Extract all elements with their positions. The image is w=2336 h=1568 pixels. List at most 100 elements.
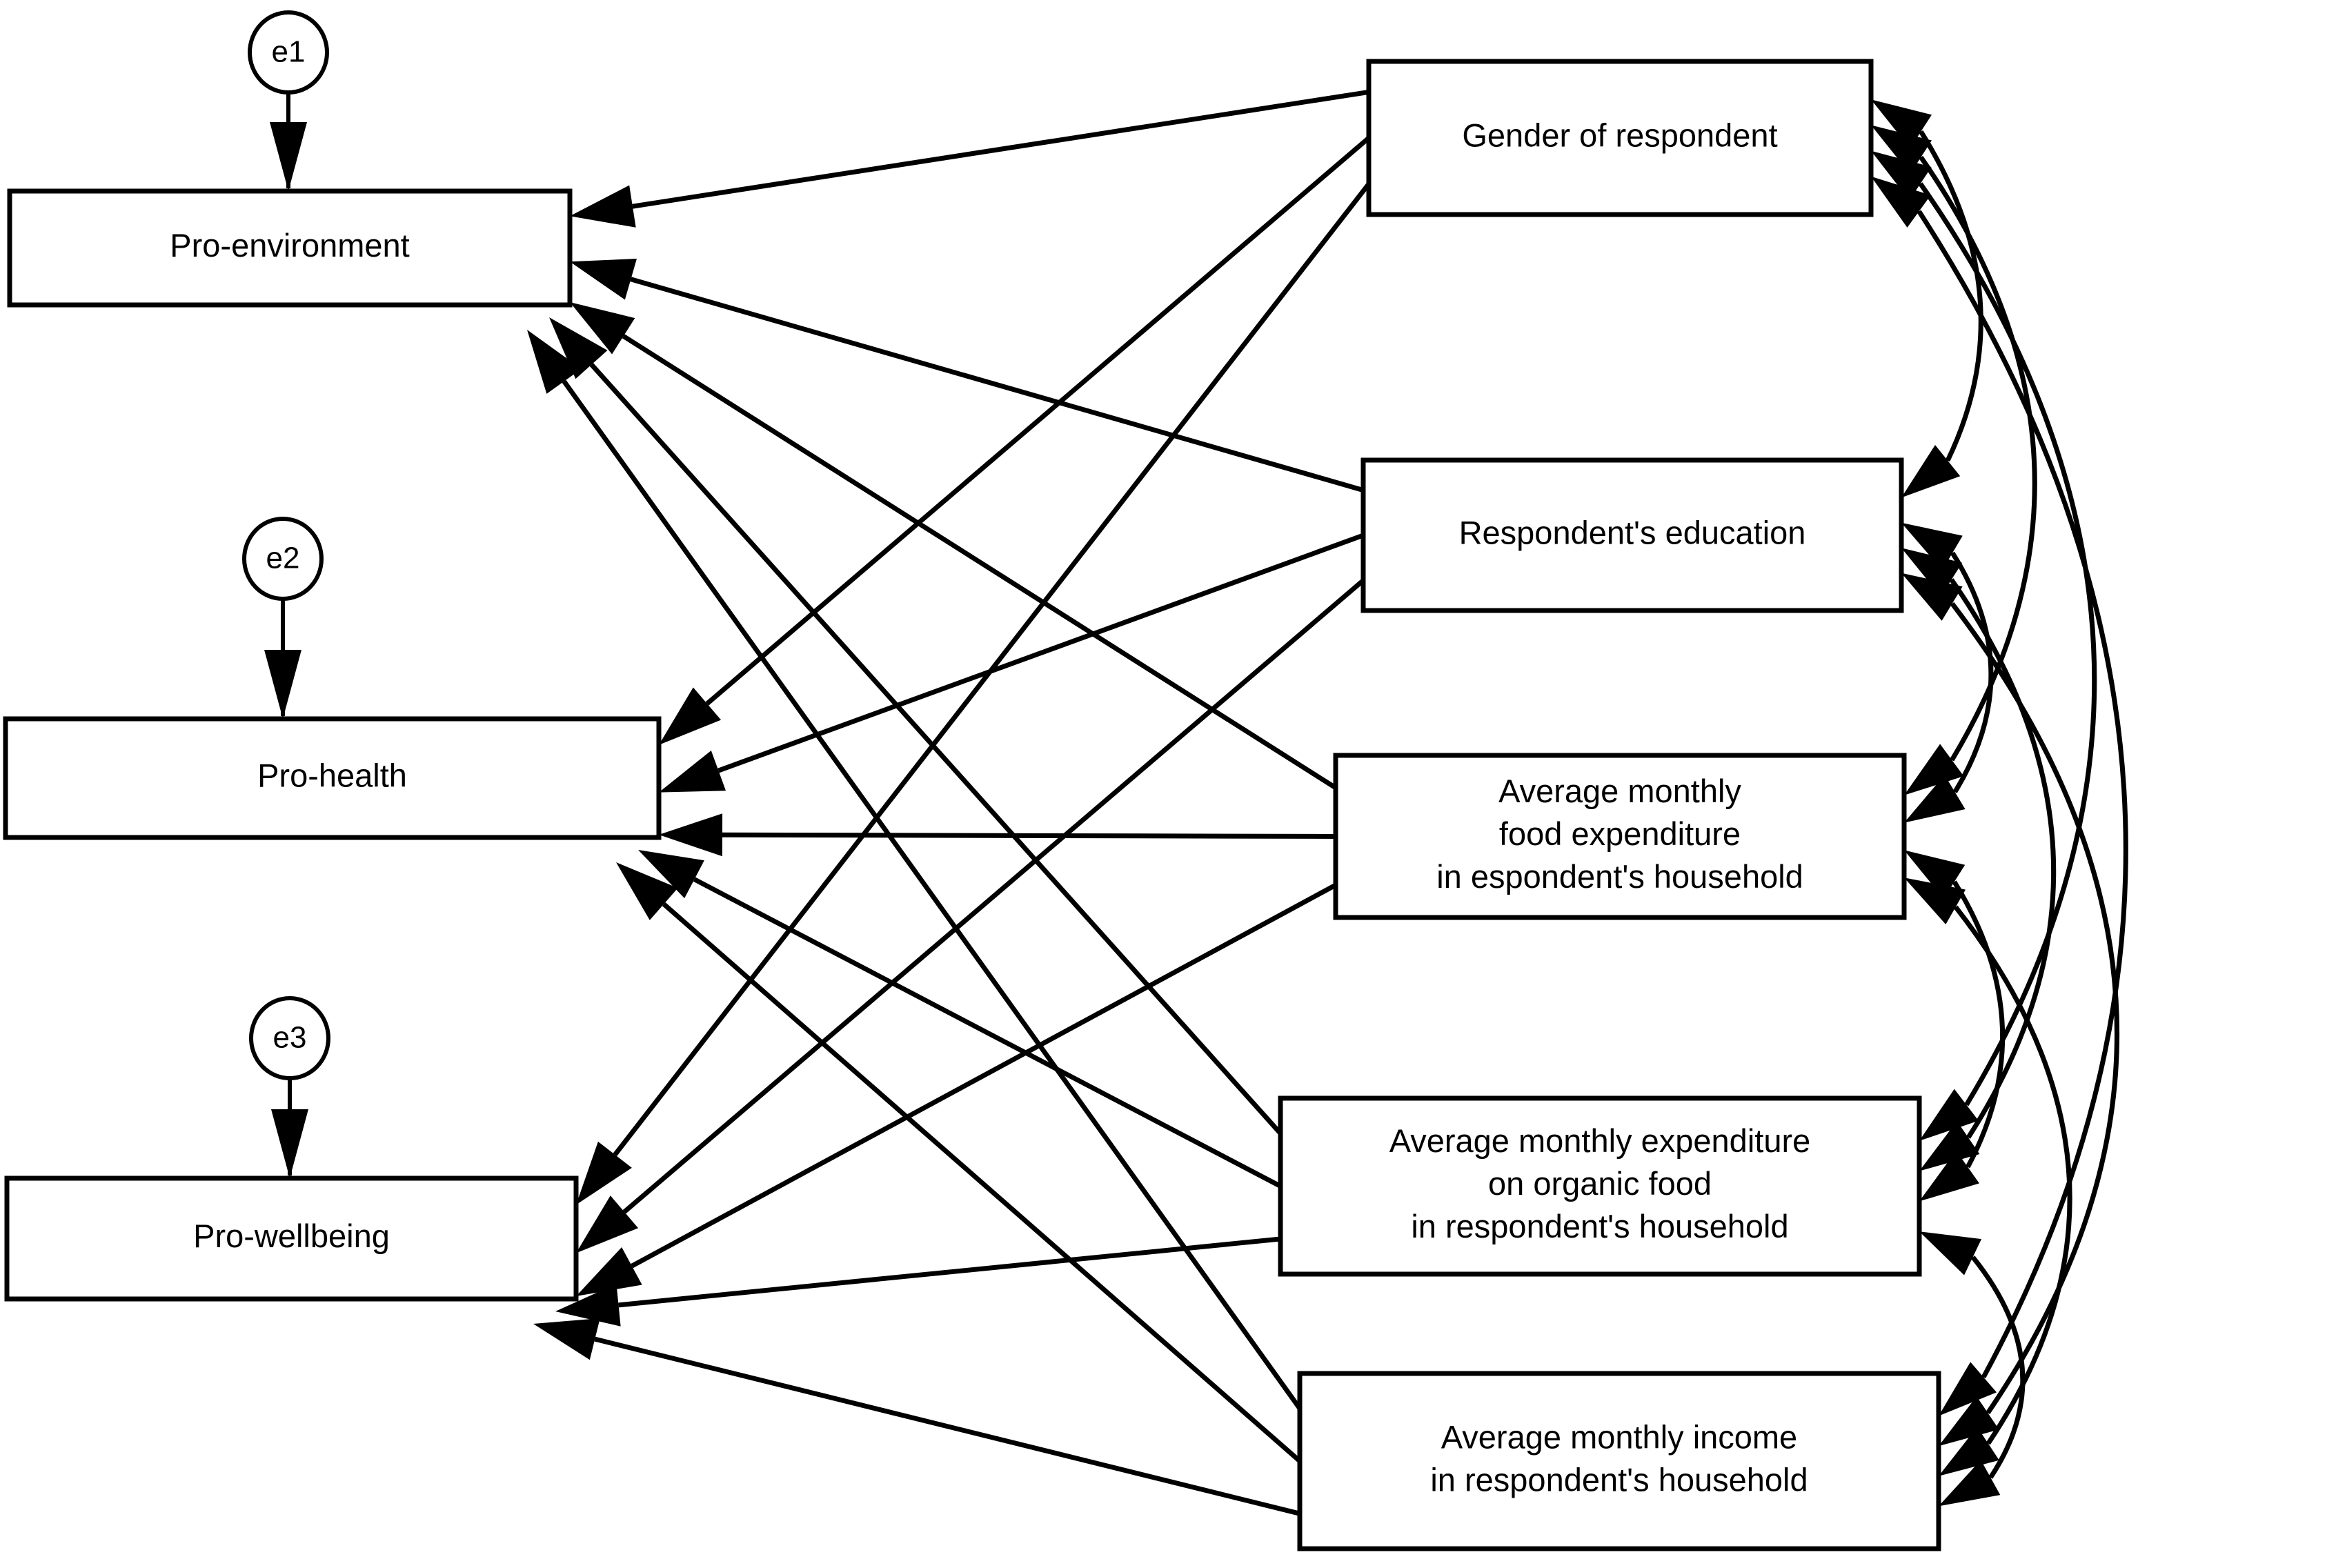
- regression-arrowhead-income-to-pro-environment: [527, 330, 582, 394]
- exogenous-box-gender[interactable]: Gender of respondent: [1366, 59, 1874, 217]
- endogenous-box-rect[interactable]: [4, 1175, 579, 1302]
- endogenous-box-rect[interactable]: [7, 188, 573, 308]
- regression-arrowhead-education-to-pro-health: [659, 750, 726, 793]
- regression-paths-layer: [527, 89, 1371, 1516]
- covariance-arrowhead-gender: [1871, 150, 1932, 201]
- covariance-arrowhead-income: [1939, 1460, 2001, 1507]
- covariance-arc-gender-food-expenditure: [1919, 155, 2037, 762]
- error-paths-layer: [264, 92, 308, 1178]
- covariance-arrowhead-gender: [1871, 99, 1932, 149]
- covariance-arrowhead-education: [1901, 522, 1963, 570]
- exogenous-box-organic-food-expenditure[interactable]: Average monthly expenditure on organic fo…: [1278, 1095, 1922, 1277]
- covariance-arc-education-food-expenditure: [1950, 551, 1994, 793]
- covariance-arc-education-organic-food-expenditure: [1949, 578, 2057, 1139]
- exogenous-box-rect[interactable]: [1366, 59, 1874, 217]
- exogenous-box-label: in respondent's household: [1430, 1461, 1808, 1498]
- exogenous-box-label: in espondent's household: [1436, 858, 1803, 895]
- regression-arrowhead-gender-to-pro-health: [659, 687, 722, 745]
- exogenous-box-label: Gender of respondent: [1462, 117, 1777, 153]
- regression-path-gender-to-pro-wellbeing: [613, 182, 1371, 1156]
- regression-path-income-to-pro-wellbeing: [594, 1336, 1300, 1516]
- regression-arrowhead-income-to-pro-health: [616, 862, 678, 920]
- exogenous-box-label: Average monthly: [1498, 773, 1741, 809]
- endogenous-box-pro-wellbeing[interactable]: Pro-wellbeing: [4, 1175, 579, 1302]
- exogenous-box-label: Average monthly income: [1441, 1418, 1797, 1455]
- error-label: e3: [273, 1021, 307, 1055]
- exogenous-box-rect[interactable]: [1360, 457, 1904, 613]
- covariance-arrowhead-education: [1901, 444, 1961, 498]
- covariance-arc-food-expenditure-organic-food-expenditure: [1952, 880, 2006, 1169]
- exogenous-box-label: on organic food: [1488, 1165, 1712, 1202]
- exogenous-box-label: food expenditure: [1499, 815, 1741, 852]
- regression-path-food-expenditure-to-pro-environment: [622, 334, 1337, 790]
- covariance-arrowhead-food-expenditure: [1904, 877, 1966, 925]
- endogenous-box-pro-health[interactable]: Pro-health: [3, 716, 662, 840]
- regression-arrowhead-food-expenditure-to-pro-wellbeing: [576, 1247, 642, 1296]
- endogenous-box-label: Pro-health: [257, 757, 407, 793]
- covariance-arrowhead-organic-food-expenditure: [1919, 1089, 1979, 1141]
- error-label: e1: [272, 35, 306, 69]
- error-ellipse[interactable]: [249, 996, 330, 1080]
- regression-path-education-to-pro-health: [717, 533, 1365, 773]
- exogenous-box-label: Average monthly expenditure: [1389, 1122, 1811, 1159]
- regression-arrowhead-income-to-pro-wellbeing: [533, 1318, 600, 1360]
- covariance-arrowhead-food-expenditure: [1904, 744, 1964, 795]
- covariance-arrowhead-education: [1901, 573, 1963, 621]
- error-ellipse[interactable]: [248, 10, 329, 95]
- error-nodes-layer: e1 e2 e3: [242, 10, 330, 1080]
- endogenous-box-pro-environment[interactable]: Pro-environment: [7, 188, 573, 308]
- exogenous-box-label: Respondent's education: [1459, 514, 1806, 550]
- regression-path-income-to-pro-environment: [562, 379, 1302, 1410]
- exogenous-box-rect[interactable]: [1297, 1371, 1941, 1551]
- regression-arrowhead-gender-to-pro-environment: [570, 185, 636, 228]
- endogenous-box-label: Pro-wellbeing: [193, 1218, 390, 1254]
- exogenous-box-education[interactable]: Respondent's education: [1360, 457, 1904, 613]
- exogenous-box-rect[interactable]: [1278, 1095, 1922, 1277]
- covariance-arc-gender-education: [1919, 130, 1983, 462]
- regression-arrowhead-education-to-pro-wellbeing: [576, 1195, 639, 1253]
- covariance-arc-food-expenditure-income: [1953, 905, 2072, 1445]
- regression-path-food-expenditure-to-pro-health: [722, 832, 1336, 839]
- exogenous-box-food-expenditure[interactable]: Average monthly food expenditure in espond…: [1333, 753, 1907, 920]
- covariance-arrowhead-gender: [1871, 125, 1932, 175]
- regression-path-organic-food-expenditure-to-pro-environment: [589, 363, 1283, 1135]
- regression-arrowhead-education-to-pro-environment: [570, 258, 637, 300]
- regression-path-organic-food-expenditure-to-pro-wellbeing: [618, 1236, 1281, 1308]
- exogenous-box-income[interactable]: Average monthly income in respondent's ho…: [1297, 1371, 1941, 1551]
- regression-path-food-expenditure-to-pro-wellbeing: [631, 882, 1337, 1269]
- error-term-e1[interactable]: e1: [248, 10, 329, 95]
- covariance-arrowhead-income: [1939, 1396, 1999, 1447]
- covariance-arc-organic-food-expenditure-income: [1970, 1256, 2026, 1479]
- covariance-arrowhead-income: [1939, 1362, 1997, 1416]
- regression-arrowhead-food-expenditure-to-pro-health: [659, 813, 723, 857]
- regression-arrowhead-organic-food-expenditure-to-pro-environment: [549, 317, 608, 379]
- covariance-arcs-layer: [1871, 99, 2128, 1507]
- covariance-arrowhead-food-expenditure: [1904, 775, 1966, 823]
- regression-arrowhead-organic-food-expenditure-to-pro-health: [638, 850, 704, 899]
- endogenous-box-label: Pro-environment: [170, 227, 409, 264]
- covariance-arrowhead-gender: [1871, 176, 1931, 228]
- covariance-arc-gender-income: [1917, 210, 2128, 1379]
- regression-path-gender-to-pro-health: [705, 136, 1371, 706]
- error-label: e2: [266, 542, 300, 575]
- covariance-arrowhead-organic-food-expenditure: [1919, 1151, 1979, 1202]
- exogenous-box-rect[interactable]: [1333, 753, 1907, 920]
- regression-path-education-to-pro-environment: [630, 277, 1364, 493]
- error-arrowhead-e2: [264, 650, 301, 719]
- error-term-e2[interactable]: e2: [242, 517, 324, 601]
- covariance-arrowhead-organic-food-expenditure: [1919, 1121, 1980, 1171]
- regression-path-income-to-pro-health: [662, 902, 1302, 1463]
- regression-arrowhead-food-expenditure-to-pro-environment: [570, 302, 635, 355]
- covariance-arrowhead-income: [1939, 1427, 1999, 1476]
- error-term-e3[interactable]: e3: [249, 996, 330, 1080]
- error-ellipse[interactable]: [242, 517, 324, 601]
- exogenous-box-label: in respondent's household: [1411, 1208, 1788, 1244]
- regression-path-gender-to-pro-environment: [632, 89, 1369, 209]
- error-arrowhead-e3: [271, 1109, 308, 1178]
- covariance-arc-gender-organic-food-expenditure: [1918, 182, 2097, 1106]
- endogenous-box-rect[interactable]: [3, 716, 662, 840]
- regression-arrowhead-gender-to-pro-wellbeing: [576, 1141, 632, 1205]
